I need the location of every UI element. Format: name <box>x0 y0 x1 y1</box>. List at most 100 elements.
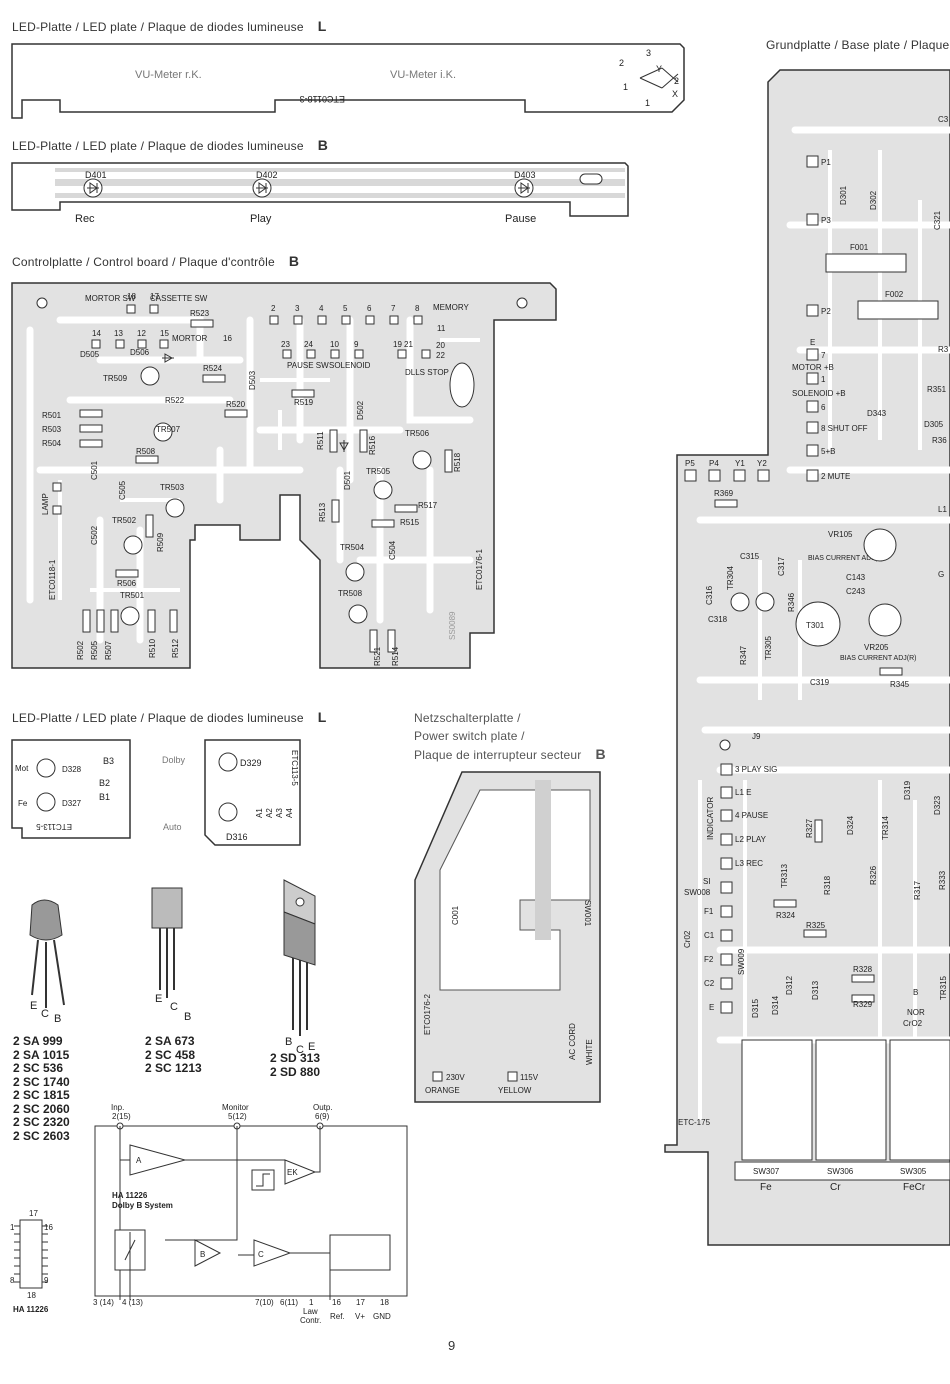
svg-text:R507: R507 <box>104 640 113 660</box>
svg-text:R329: R329 <box>853 1000 873 1009</box>
svg-text:TR501: TR501 <box>120 591 145 600</box>
svg-text:F002: F002 <box>885 290 904 299</box>
svg-text:F2: F2 <box>704 955 714 964</box>
base-pads: P1 P3 F001 P2 F002 E 7 MOTOR +B 1 SOLENO… <box>684 155 939 1014</box>
svg-text:Y1: Y1 <box>735 459 745 468</box>
led-plate-l-bottom: Mot Fe D328 D327 B3 B2 B1 ETC113-5 Dolby… <box>11 739 301 846</box>
svg-text:R325: R325 <box>806 921 826 930</box>
svg-text:WHITE: WHITE <box>585 1039 594 1065</box>
svg-text:16: 16 <box>44 1223 53 1232</box>
svg-text:VR105: VR105 <box>828 530 853 539</box>
label-memory: MEMORY <box>433 303 470 312</box>
svg-text:6: 6 <box>367 304 372 313</box>
svg-text:12: 12 <box>137 329 146 338</box>
svg-text:13: 13 <box>114 329 123 338</box>
svg-text:R351: R351 <box>927 385 947 394</box>
svg-text:Ref.: Ref. <box>330 1312 345 1321</box>
svg-text:R514: R514 <box>391 646 400 666</box>
svg-text:D402: D402 <box>256 170 278 180</box>
svg-text:4 (13): 4 (13) <box>122 1298 143 1307</box>
svg-text:C317: C317 <box>777 556 786 576</box>
svg-text:TR506: TR506 <box>405 429 430 438</box>
svg-text:Y2: Y2 <box>757 459 767 468</box>
svg-text:R369: R369 <box>714 489 734 498</box>
led-d401-icon: D401 Rec <box>75 170 107 225</box>
svg-text:C3: C3 <box>938 115 949 124</box>
svg-text:TR305: TR305 <box>764 635 773 660</box>
svg-text:6(9): 6(9) <box>315 1112 330 1121</box>
svg-text:D327: D327 <box>62 799 82 808</box>
svg-text:R521: R521 <box>373 646 382 666</box>
svg-text:AC CORD: AC CORD <box>568 1023 577 1060</box>
svg-text:3: 3 <box>646 48 651 58</box>
svg-text:6(11): 6(11) <box>280 1298 298 1307</box>
svg-text:ETC-175: ETC-175 <box>678 1118 711 1127</box>
svg-text:TR507: TR507 <box>156 425 181 434</box>
label-dlls-stop: DLLS STOP <box>405 368 449 377</box>
led-rec-label: Rec <box>75 213 95 225</box>
svg-text:D315: D315 <box>751 998 760 1018</box>
svg-text:MOTOR +B: MOTOR +B <box>792 363 834 372</box>
svg-text:R318: R318 <box>823 875 832 895</box>
svg-text:E: E <box>709 1003 714 1012</box>
svg-text:P2: P2 <box>821 307 831 316</box>
svg-text:FeCr: FeCr <box>903 1182 926 1193</box>
svg-text:B2: B2 <box>99 778 110 788</box>
label-cassette-sw: CASSETTE SW <box>150 294 208 303</box>
svg-text:SI: SI <box>703 877 711 886</box>
sw307-label: SW307 <box>753 1167 780 1176</box>
page-number: 9 <box>448 1338 456 1353</box>
svg-text:ORANGE: ORANGE <box>425 1086 460 1095</box>
base-plate: P1 P3 F001 P2 F002 E 7 MOTOR +B 1 SOLENO… <box>664 69 950 1246</box>
svg-text:TR505: TR505 <box>366 467 391 476</box>
svg-text:ETC113-5: ETC113-5 <box>290 750 299 786</box>
sw306-label: SW306 <box>827 1167 854 1176</box>
svg-text:20: 20 <box>436 341 445 350</box>
header-led-b: LED-Platte / LED plate / Plaque de diode… <box>12 137 329 153</box>
svg-text:C504: C504 <box>388 540 397 560</box>
svg-text:E: E <box>155 993 162 1005</box>
svg-text:115V: 115V <box>520 1073 539 1082</box>
svg-text:C: C <box>296 1044 304 1056</box>
svg-text:C001: C001 <box>451 905 460 925</box>
svg-text:NOR: NOR <box>907 1008 925 1017</box>
svg-text:4 PAUSE: 4 PAUSE <box>735 811 768 820</box>
svg-text:D305: D305 <box>924 420 944 429</box>
svg-text:A1: A1 <box>255 808 264 818</box>
svg-text:16: 16 <box>332 1298 341 1307</box>
svg-text:4: 4 <box>319 304 324 313</box>
svg-text:A4: A4 <box>285 808 294 818</box>
svg-text:D506: D506 <box>130 348 150 357</box>
led-d402-icon: D402 Play <box>250 170 278 225</box>
svg-text:R509: R509 <box>156 532 165 552</box>
ic-block-diagram: Inp. 2(15) Monitor 5(12) Outp. 6(9) A EK… <box>93 1103 408 1325</box>
svg-text:18: 18 <box>27 1291 36 1300</box>
svg-text:TR502: TR502 <box>112 516 137 525</box>
svg-text:P5: P5 <box>685 459 695 468</box>
svg-text:Mot: Mot <box>15 764 29 773</box>
svg-text:GND: GND <box>373 1312 391 1321</box>
svg-text:18: 18 <box>127 292 136 301</box>
svg-text:F001: F001 <box>850 243 869 252</box>
svg-text:Dolby: Dolby <box>162 755 186 765</box>
svg-text:19: 19 <box>393 340 402 349</box>
svg-text:R517: R517 <box>418 501 438 510</box>
svg-text:D329: D329 <box>240 758 262 768</box>
svg-text:7(10): 7(10) <box>255 1298 274 1307</box>
svg-text:R36: R36 <box>932 436 947 445</box>
svg-text:C315: C315 <box>740 552 760 561</box>
svg-text:SW009: SW009 <box>737 948 746 975</box>
svg-text:L2 PLAY: L2 PLAY <box>735 835 767 844</box>
svg-text:D503: D503 <box>248 370 257 390</box>
led-plate-b: D401 Rec D402 Play D403 Pause <box>11 162 629 225</box>
transistor-list-3: 2 SD 313 2 SD 880 <box>270 1051 321 1079</box>
svg-text:3 (14): 3 (14) <box>93 1298 114 1307</box>
svg-text:17: 17 <box>29 1209 38 1218</box>
svg-text:BIAS CURRENT ADJ(L): BIAS CURRENT ADJ(L) <box>808 555 883 562</box>
svg-text:Fe: Fe <box>760 1182 772 1193</box>
vu-connector-icon: 2 3 Y 2 1 1 X <box>619 48 679 108</box>
svg-text:B3: B3 <box>103 756 114 766</box>
header-led-l-bottom: LED-Platte / LED plate / Plaque de diode… <box>12 709 327 725</box>
svg-text:R519: R519 <box>294 398 314 407</box>
svg-text:R520: R520 <box>226 400 246 409</box>
